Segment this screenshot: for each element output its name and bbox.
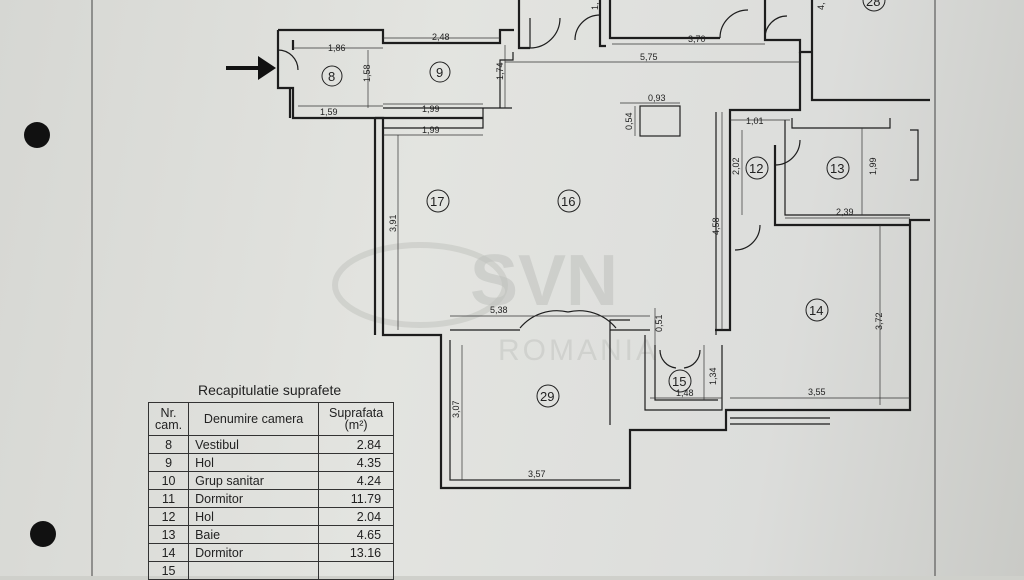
cell-nr: 12 [147,507,190,526]
cell-nr: 10 [147,471,190,490]
cell-area: 2.84 [318,435,395,454]
entrance-arrow-icon [226,56,276,80]
dim-3-72: 3,72 [874,312,884,330]
dim-2-02: 2,02 [731,157,741,175]
room-14-label: 14 [809,303,823,318]
dim-1-99-b: 1,99 [422,125,440,135]
room-17-circle [426,189,450,213]
cell-name: Baie [188,525,320,544]
cell-area: 4.65 [318,525,395,544]
cell-area: 2.04 [318,507,395,526]
walls [276,0,930,490]
cell-area [318,561,395,580]
cell-name: Dormitor [188,489,320,508]
room-29-circle [536,384,560,408]
cell-nr: 14 [147,543,190,562]
room-28-circle [862,0,886,12]
room-8-label: 8 [328,69,335,84]
room-9-circle [429,61,451,83]
dim-1-48: 1,48 [676,388,694,398]
room-17-label: 17 [430,194,444,209]
cell-name: Grup sanitar [188,471,320,490]
dim-3-55: 3,55 [808,387,826,397]
room-12-circle [745,156,769,180]
room-15-label: 15 [672,374,686,389]
dim-4-58: 4,58 [711,217,721,235]
table-row: 15 [147,561,395,580]
watermark-sub: ROMANIA [498,334,659,367]
dim-1-34: 1,34 [708,367,718,385]
dim-0-51: 0,51 [654,314,664,332]
room-28-label: 28 [866,0,880,9]
cell-nr: 15 [147,561,190,580]
dim-2-39: 2,39 [836,207,854,217]
dim-2-48: 2,48 [432,32,450,42]
room-16-circle [557,189,581,213]
room-29-label: 29 [540,389,554,404]
dim-1-86: 1,86 [328,43,346,53]
area-summary-table: Nr. cam. Denumire camera Suprafata (m²) … [147,402,395,580]
dim-3-70: 3,70 [688,34,706,44]
dimension-labels: 1,86 2,48 1,58 1,74 1,59 1,99 1,99 3,70 … [320,2,884,479]
watermark: SVN ROMANIA [332,241,659,367]
table-title: Recapitulatie suprafete [198,382,342,398]
header-nr: Nr. cam. [147,402,190,436]
dim-5-38: 5,38 [490,305,508,315]
cell-name: Dormitor [188,543,320,562]
dim-1-74: 1,74 [495,62,505,80]
cell-name: Vestibul [188,435,320,454]
dim-3-91: 3,91 [388,214,398,232]
room-markers: 8 9 12 13 14 15 16 17 29 28 [321,0,886,408]
header-area: Suprafata (m²) [318,402,395,436]
dim-1-01: 1,01 [746,116,764,126]
cell-area: 4.24 [318,471,395,490]
cell-name: Hol [188,507,320,526]
dim-1-99-c: 1,99 [868,157,878,175]
table-header-row: Nr. cam. Denumire camera Suprafata (m²) [147,402,395,436]
cell-nr: 13 [147,525,190,544]
cell-area: 13.16 [318,543,395,562]
room-15-circle [668,369,692,393]
dimension-lines [293,37,910,481]
room-13-circle [826,156,850,180]
door-swings [277,9,801,369]
punch-hole-bottom [30,521,56,547]
dim-5-75: 5,75 [640,52,658,62]
dim-3-57: 3,57 [528,469,546,479]
dim-partial-top: 1, [590,2,600,10]
room-8-circle [321,65,343,87]
room-14-circle [805,298,829,322]
cell-area: 11.79 [318,489,395,508]
dim-1-58: 1,58 [362,64,372,82]
dim-0-54: 0,54 [624,112,634,130]
cell-nr: 11 [147,489,190,508]
watermark-brand: SVN [470,241,618,321]
punch-hole-top [24,122,50,148]
room-13-label: 13 [830,161,844,176]
dim-partial-right: 4, [816,2,826,10]
cell-name: Hol [188,453,320,472]
dim-3-07: 3,07 [451,400,461,418]
dim-1-59: 1,59 [320,107,338,117]
room-9-label: 9 [436,65,443,80]
room-16-label: 16 [561,194,575,209]
header-name: Denumire camera [188,402,320,436]
cell-nr: 9 [147,453,190,472]
dim-0-93: 0,93 [648,93,666,103]
cell-area: 4.35 [318,453,395,472]
cell-nr: 8 [147,435,190,454]
dim-1-99-a: 1,99 [422,104,440,114]
cell-name [188,561,320,580]
room-12-label: 12 [749,161,763,176]
